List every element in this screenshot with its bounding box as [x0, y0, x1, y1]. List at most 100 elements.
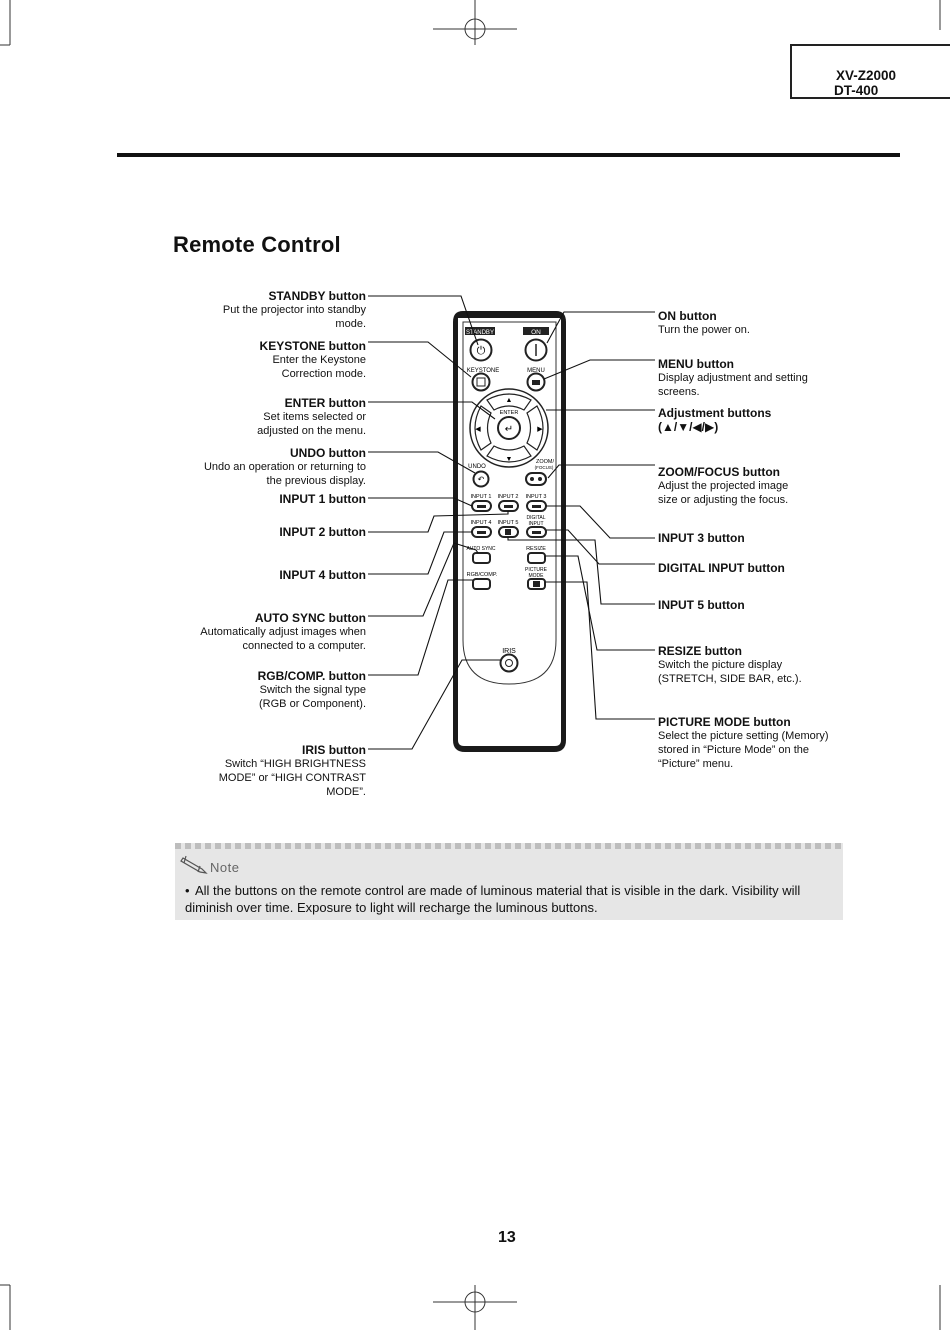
remote-label-zoom: ZOOM/: [536, 459, 554, 465]
enter-key[interactable]: [497, 416, 521, 440]
model-number-1: XV-Z2000: [836, 68, 897, 83]
callout-heading: AUTO SYNC button: [254, 611, 366, 625]
callout-heading: INPUT 5 button: [658, 598, 745, 612]
callout-text: connected to a computer.: [242, 640, 366, 652]
callout-text: Set items selected or: [263, 411, 366, 423]
callout-text: MODE” or “HIGH CONTRAST: [218, 772, 366, 784]
remote-label-enter: ENTER: [500, 410, 519, 416]
callout-digital-input: DIGITAL INPUT button: [658, 561, 785, 575]
callout-zoom-focus: ZOOM/FOCUS button Adjust the projected i…: [658, 465, 788, 507]
undo-key[interactable]: [472, 470, 490, 488]
remote-label-digital: DIGITAL: [526, 515, 545, 521]
page-number: 13: [498, 1229, 516, 1246]
callout-text: mode.: [335, 318, 366, 330]
enter-icon: ↵: [505, 424, 513, 435]
model-box: [790, 44, 950, 99]
callout-text: “Picture” menu.: [658, 758, 734, 770]
callout-heading: IRIS button: [302, 743, 366, 757]
callout-text: Undo an operation or returning to: [203, 461, 366, 473]
callout-text: stored in “Picture Mode” on the: [658, 744, 810, 756]
callout-text: Switch “HIGH BRIGHTNESS: [224, 758, 366, 770]
note-dash-border: [175, 843, 843, 849]
remote-label-undo: UNDO: [468, 464, 486, 470]
note-label: Note: [210, 860, 240, 875]
remote-label-input1: INPUT 1: [471, 494, 492, 500]
callout-text: Select the picture setting (Memory): [658, 730, 829, 742]
remote-label-resize: RESIZE: [526, 546, 546, 552]
down-arrow-icon[interactable]: ▼: [506, 456, 513, 463]
callout-keystone: KEYSTONE button Enter the Keystone Corre…: [260, 339, 366, 381]
callout-text: (STRETCH, SIDE BAR, etc.).: [658, 673, 802, 685]
callout-text: Correction mode.: [281, 368, 366, 380]
callout-heading: KEYSTONE button: [259, 339, 366, 353]
right-arrow-icon[interactable]: ▶: [537, 426, 543, 433]
remote-label-input3: INPUT 3: [526, 494, 547, 500]
standby-key[interactable]: [469, 338, 493, 362]
remote-label-picture: PICTURE: [525, 567, 548, 573]
callout-on: ON button Turn the power on.: [658, 309, 750, 337]
callout-standby: STANDBY button Put the projector into st…: [223, 289, 366, 331]
callout-heading: DIGITAL INPUT button: [658, 561, 785, 575]
callout-text: Switch the signal type: [259, 684, 366, 696]
remote-label-auto-sync: AUTO SYNC: [466, 546, 495, 552]
iris-key[interactable]: [499, 653, 519, 673]
callout-text: Turn the power on.: [658, 324, 750, 336]
remote-label-rgb-comp: RGB/COMP.: [467, 572, 498, 578]
callout-text: size or adjusting the focus.: [658, 494, 789, 506]
remote-label-digital-input: INPUT: [529, 521, 544, 527]
remote-label-standby: STANDBY: [466, 330, 494, 336]
callout-heading: INPUT 4 button: [279, 568, 366, 582]
callout-heading: ZOOM/FOCUS button: [658, 465, 780, 479]
remote-label-keystone: KEYSTONE: [467, 368, 500, 374]
callout-text: Enter the Keystone: [272, 354, 366, 366]
power-icon: ⏻: [477, 345, 486, 357]
callout-heading: INPUT 2 button: [279, 525, 366, 539]
up-arrow-icon[interactable]: ▲: [506, 397, 513, 404]
callout-text: MODE”.: [326, 786, 366, 798]
callout-input3: INPUT 3 button: [658, 531, 745, 545]
callout-undo: UNDO button Undo an operation or returni…: [204, 446, 366, 488]
callout-heading: MENU button: [658, 357, 734, 371]
remote-label-on: ON: [531, 329, 541, 336]
note-body: All the buttons on the remote control ar…: [185, 883, 801, 915]
remote-label-input5: INPUT 5: [498, 520, 519, 526]
note-text: •All the buttons on the remote control a…: [185, 882, 835, 916]
callout-text: screens.: [658, 386, 700, 398]
callout-resize: RESIZE button Switch the picture display…: [658, 644, 802, 686]
callout-heading: RESIZE button: [658, 644, 742, 658]
model-number-2: DT-400: [834, 83, 879, 98]
undo-icon: ↶: [477, 475, 485, 484]
callout-text: (RGB or Component).: [259, 698, 366, 710]
callout-text: Automatically adjust images when: [200, 626, 366, 638]
page-title: Remote Control: [173, 232, 341, 257]
callout-heading: UNDO button: [290, 446, 366, 460]
remote-label-input4: INPUT 4: [471, 520, 492, 526]
remote-label-picture-mode: MODE: [529, 573, 545, 579]
callout-heading: ON button: [658, 309, 717, 323]
callout-text: adjusted on the menu.: [257, 425, 366, 437]
callout-heading: ENTER button: [284, 396, 366, 410]
remote-label-focus: (FOCUS): [535, 465, 554, 470]
callout-menu: MENU button Display adjustment and setti…: [658, 357, 808, 399]
left-arrow-icon[interactable]: ◀: [475, 426, 481, 433]
callout-input5: INPUT 5 button: [658, 598, 745, 612]
resize-key[interactable]: [527, 552, 546, 564]
note-box: Note •All the buttons on the remote cont…: [175, 843, 843, 920]
callout-input2: INPUT 2 button: [279, 525, 366, 539]
remote-label-menu: MENU: [527, 368, 545, 374]
callout-iris: IRIS button Switch “HIGH BRIGHTNESS MODE…: [219, 743, 366, 799]
keystone-key[interactable]: [471, 372, 491, 392]
rgb-comp-key[interactable]: [472, 578, 491, 590]
remote-label-iris: IRIS: [502, 648, 516, 655]
callout-heading: Adjustment buttons: [658, 406, 772, 420]
callout-heading: INPUT 3 button: [658, 531, 745, 545]
callout-text: (▲/▼/◀/▶): [658, 420, 719, 434]
callout-heading: RGB/COMP. button: [257, 669, 366, 683]
callout-input1: INPUT 1 button: [279, 492, 366, 506]
auto-sync-key[interactable]: [472, 552, 491, 564]
zoom-focus-key[interactable]: [525, 472, 547, 486]
callout-enter: ENTER button Set items selected or adjus…: [257, 396, 366, 438]
callout-adjustment: Adjustment buttons (▲/▼/◀/▶): [658, 406, 771, 434]
